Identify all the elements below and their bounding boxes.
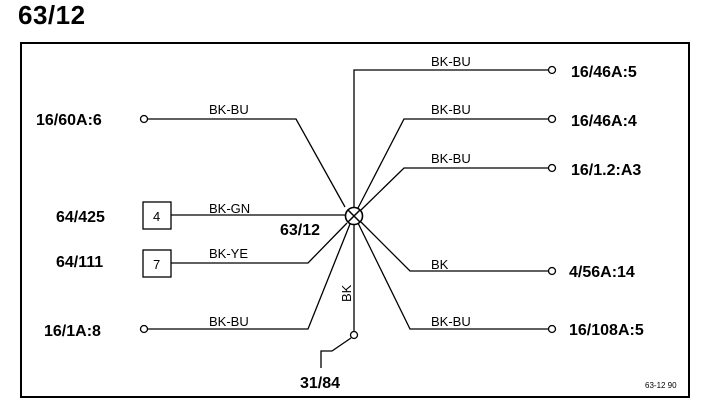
ground-symbol-icon — [320, 337, 352, 368]
diagram-frame — [20, 42, 690, 398]
pin-box — [142, 249, 172, 278]
connector-label: 16/60A:6 — [36, 112, 102, 129]
right-connector-3[interactable]: BK-BU 16/1.2:A3 — [360, 151, 641, 211]
wire-line — [171, 222, 348, 264]
wire-line — [148, 223, 351, 330]
terminal-icon — [547, 266, 557, 276]
connector-label: 64/425 — [56, 209, 105, 226]
connector-label: 16/108A:5 — [569, 322, 644, 339]
ground-connection[interactable]: BK 31/84 — [300, 224, 359, 392]
wire-line — [357, 222, 549, 330]
right-connector-4[interactable]: BK 4/56A:14 — [360, 221, 635, 281]
wire-label: BK-BU — [209, 102, 249, 117]
terminal-icon — [547, 324, 557, 334]
connector-label: 4/56A:14 — [569, 264, 635, 281]
connector-label: 16/46A:5 — [571, 64, 637, 81]
wire-line — [148, 118, 346, 208]
wire-label: BK-YE — [209, 246, 248, 261]
terminal-icon — [139, 324, 149, 334]
left-connector-4[interactable]: 16/1A:8 BK-BU — [44, 223, 351, 340]
left-connector-2[interactable]: 64/425 4 BK-GN — [56, 201, 345, 230]
pin-number: 4 — [153, 209, 160, 224]
terminal-icon — [547, 163, 557, 173]
right-connector-2[interactable]: BK-BU 16/46A:4 — [357, 102, 637, 209]
terminal-icon — [349, 330, 359, 340]
connector-label: 16/1.2:A3 — [571, 162, 641, 179]
splice-cross — [347, 209, 361, 223]
terminal-icon — [547, 65, 557, 75]
diagram-title: 63/12 — [18, 0, 86, 30]
connector-label: 16/1A:8 — [44, 323, 101, 340]
connector-label: 16/46A:4 — [571, 113, 637, 130]
splice-point[interactable]: 63/12 — [280, 206, 364, 240]
splice-label: 63/12 — [280, 222, 320, 239]
wire-label: BK-BU — [431, 151, 471, 166]
ground-label: 31/84 — [300, 375, 340, 392]
terminal-icon — [547, 114, 557, 124]
wire-label: BK-BU — [431, 102, 471, 117]
pin-box — [142, 201, 172, 230]
left-connector-3[interactable]: 64/111 7 BK-YE — [56, 222, 348, 278]
wire-label: BK-BU — [431, 314, 471, 329]
right-connector-1[interactable]: BK-BU 16/46A:5 — [353, 54, 637, 207]
wire-line — [360, 167, 549, 211]
connector-label: 64/111 — [56, 254, 103, 271]
ground-wire-label: BK — [339, 284, 354, 302]
wire-label: BK-GN — [209, 201, 250, 216]
footer-reference: 63-12 90 — [645, 381, 677, 390]
wire-line — [353, 69, 549, 207]
wire-label: BK-BU — [431, 54, 471, 69]
right-connector-5[interactable]: BK-BU 16/108A:5 — [357, 222, 644, 339]
wire-label: BK — [431, 257, 449, 272]
wire-line — [360, 221, 549, 272]
left-connector-1[interactable]: 16/60A:6 BK-BU — [36, 102, 346, 208]
wire-line — [357, 118, 549, 209]
pin-number: 7 — [153, 257, 160, 272]
terminal-icon — [139, 114, 149, 124]
wire-label: BK-BU — [209, 314, 249, 329]
